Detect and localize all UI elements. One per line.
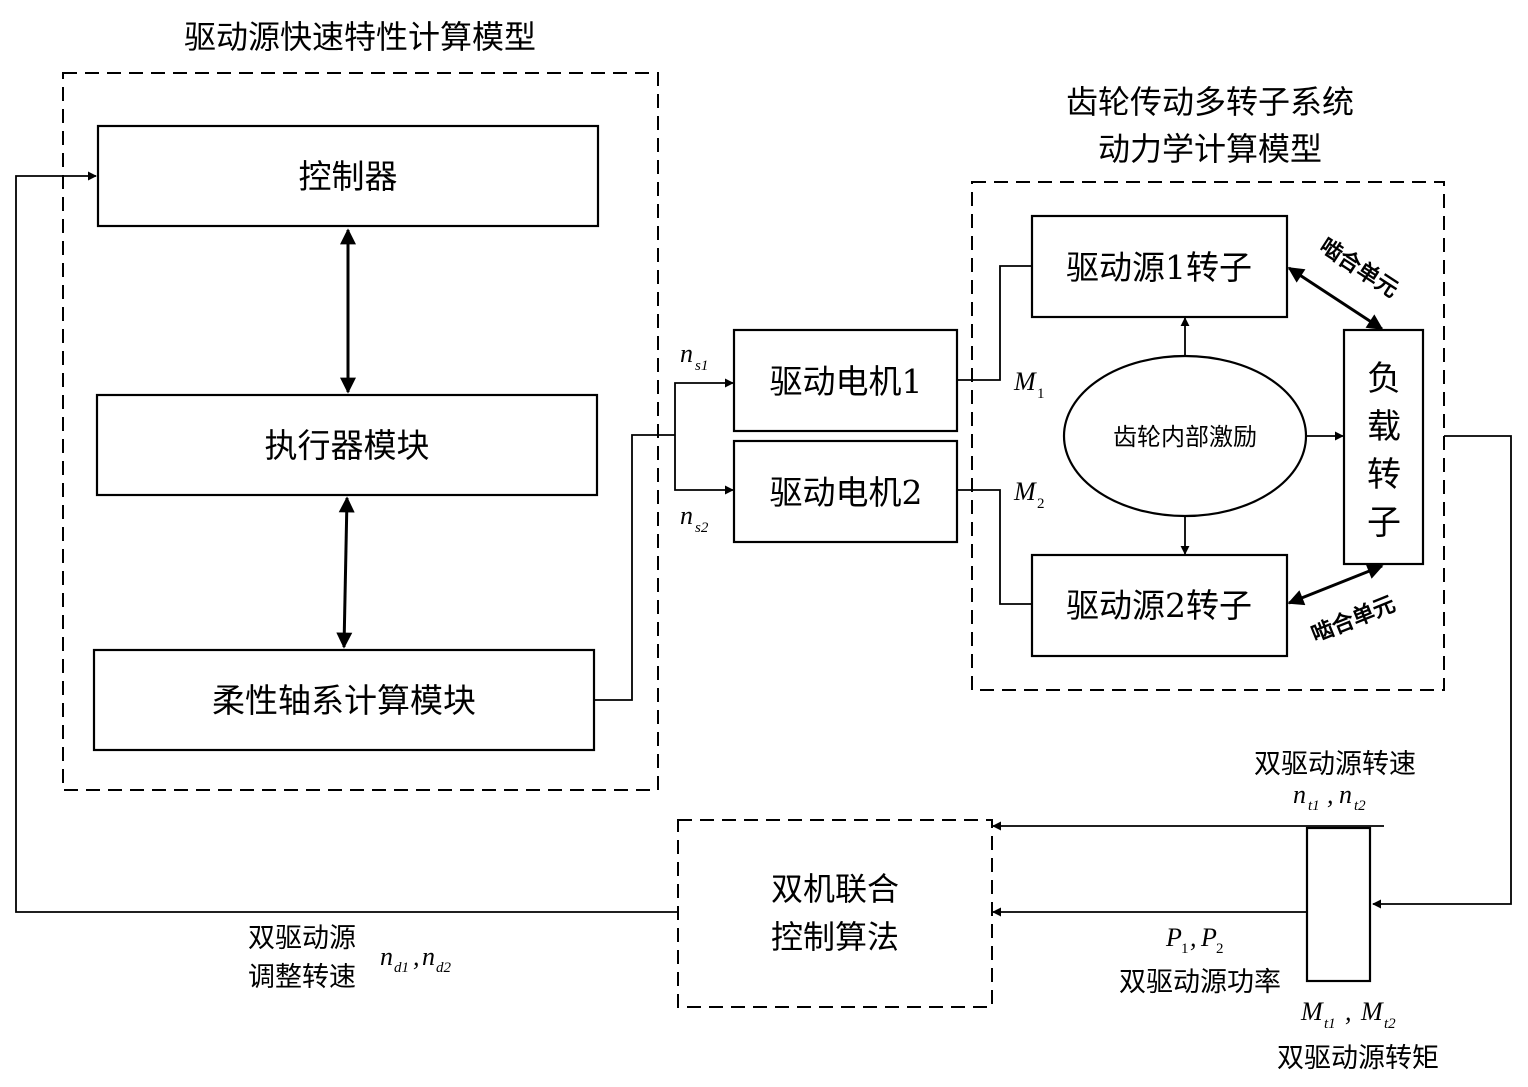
actuator-box [95,393,599,497]
mesh-unit-bottom-label: 啮合单元 [1308,591,1399,648]
signal-splitter-box [1305,826,1372,983]
Mt1-subscript: t1 [1324,1016,1336,1032]
nt1-subscript: t1 [1308,798,1320,814]
control-algorithm-line1: 双机联合 [771,870,899,908]
Mt2-subscript: t2 [1384,1016,1396,1032]
control-algorithm-frame [677,819,993,1008]
torque-signal-label: 双驱动源转矩 [1277,1043,1439,1074]
P2-subscript: 2 [1216,941,1224,957]
rotor2-box [1030,553,1289,658]
motor1-box [732,328,959,433]
load-char-3: 转 [1367,455,1401,495]
controller-box [96,124,600,228]
nd1-symbol: n [380,942,393,971]
load-char-4: 子 [1367,503,1401,543]
shaft-output-line [594,434,675,701]
Mt2-symbol: M [1360,997,1384,1026]
M2-subscript: 2 [1037,496,1045,512]
M2-symbol: M [1013,477,1037,506]
rotor1-box [1030,214,1289,319]
load-char-1: 负 [1367,359,1401,399]
right-group-title-line1: 齿轮传动多转子系统 [1066,83,1354,121]
rotor1-label: 驱动源1转子 [1066,248,1252,287]
nd1-subscript: d1 [394,960,409,976]
ns1-symbol: n [680,339,693,368]
motor1-label: 驱动电机1 [770,362,923,401]
adjust-speed-feedback-line [15,171,678,913]
adjust-label-line2: 调整转速 [248,962,356,993]
control-algorithm-line2: 控制算法 [771,918,899,956]
P1-subscript: 1 [1181,941,1189,957]
shaft-box [92,648,596,752]
ns2-subscript: s2 [695,520,709,536]
P1-symbol: P [1165,923,1182,952]
to-motor1-arrow [674,378,734,435]
motor2-box [732,439,959,544]
adjust-label-line1: 双驱动源 [248,923,356,954]
M1-symbol: M [1013,367,1037,396]
to-motor2-arrow [674,435,734,495]
load-output-line [1372,435,1512,909]
motor2-label: 驱动电机2 [770,473,923,512]
shaft-label: 柔性轴系计算模块 [212,681,476,720]
load-rotor-box [1342,328,1425,566]
excitation-label: 齿轮内部激励 [1113,423,1257,451]
left-group-frame [62,72,659,791]
motor2-to-rotor2-line [957,489,1032,605]
left-group-title: 驱动源快速特性计算模型 [184,18,536,56]
adjust-sep: , [413,942,420,971]
Mt1-symbol: M [1300,997,1324,1026]
M1-subscript: 1 [1037,386,1045,402]
speed-sep: , [1327,780,1334,809]
P2-symbol: P [1200,923,1217,952]
controller-label: 控制器 [299,157,398,196]
right-group-title-line2: 动力学计算模型 [1098,130,1322,168]
speed-signal-label: 双驱动源转速 [1254,749,1416,780]
ns1-subscript: s1 [695,358,708,374]
nd2-subscript: d2 [436,960,452,976]
actuator-shaft-arrow [336,496,355,649]
ns2-symbol: n [680,501,693,530]
rotor2-label: 驱动源2转子 [1066,586,1252,625]
mesh-arrow-top [1287,266,1384,331]
torque-sep: , [1345,997,1352,1026]
mesh-arrow-bottom [1287,563,1384,606]
load-char-2: 载 [1367,407,1401,447]
nt2-symbol: n [1339,780,1352,809]
power-sep: , [1190,923,1197,952]
motor1-to-rotor1-line [957,265,1032,381]
nd2-symbol: n [422,942,435,971]
nt2-subscript: t2 [1354,798,1366,814]
nt1-symbol: n [1293,780,1306,809]
actuator-label: 执行器模块 [265,426,430,465]
power-signal-label: 双驱动源功率 [1119,967,1281,998]
